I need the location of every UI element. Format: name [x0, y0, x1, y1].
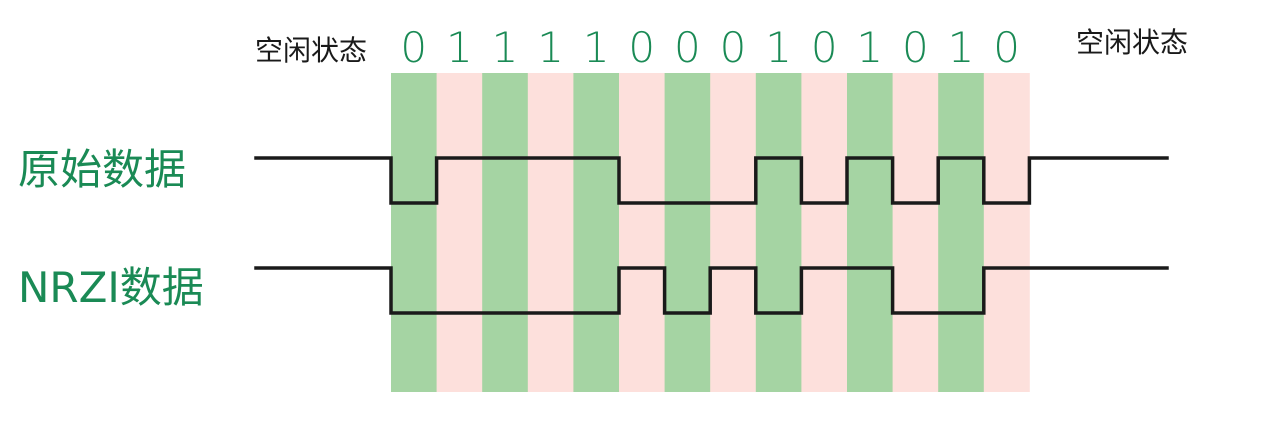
bit-label: 1 [446, 23, 473, 72]
idle-label-left: 空闲状态 [255, 34, 367, 67]
bit-label: 0 [628, 23, 655, 72]
bit-label: 0 [993, 23, 1020, 72]
row-label-original: 原始数据 [18, 145, 186, 194]
bit-stripe [664, 73, 711, 392]
bit-label: 1 [765, 23, 792, 72]
bit-label: 0 [902, 23, 929, 72]
bit-stripe [573, 73, 620, 392]
bit-stripe [391, 73, 437, 392]
bit-stripes [391, 73, 1030, 392]
bit-stripe [938, 73, 985, 392]
bit-stripe [892, 73, 939, 392]
bit-label: 1 [583, 23, 610, 72]
bit-label: 1 [492, 23, 519, 72]
bit-stripe [710, 73, 757, 392]
bit-label: 0 [720, 23, 747, 72]
bit-stripe [436, 73, 483, 392]
bit-label: 0 [811, 23, 838, 72]
idle-label-right: 空闲状态 [1076, 26, 1188, 59]
bit-stripe [983, 73, 1030, 392]
bit-stripe [527, 73, 574, 392]
row-label-nrzi: NRZI数据 [18, 263, 204, 312]
bit-stripe [482, 73, 529, 392]
bit-stripe [801, 73, 848, 392]
nrzi-data-waveform [254, 266, 1169, 315]
bit-label: 1 [948, 23, 975, 72]
bit-stripe [755, 73, 802, 392]
bit-label: 1 [537, 23, 564, 72]
bit-label: 1 [856, 23, 883, 72]
bit-stripe [619, 73, 665, 392]
bit-label: 0 [400, 23, 427, 72]
original-data-waveform [254, 156, 1169, 205]
bit-label: 0 [674, 23, 701, 72]
bit-stripe [847, 73, 893, 392]
